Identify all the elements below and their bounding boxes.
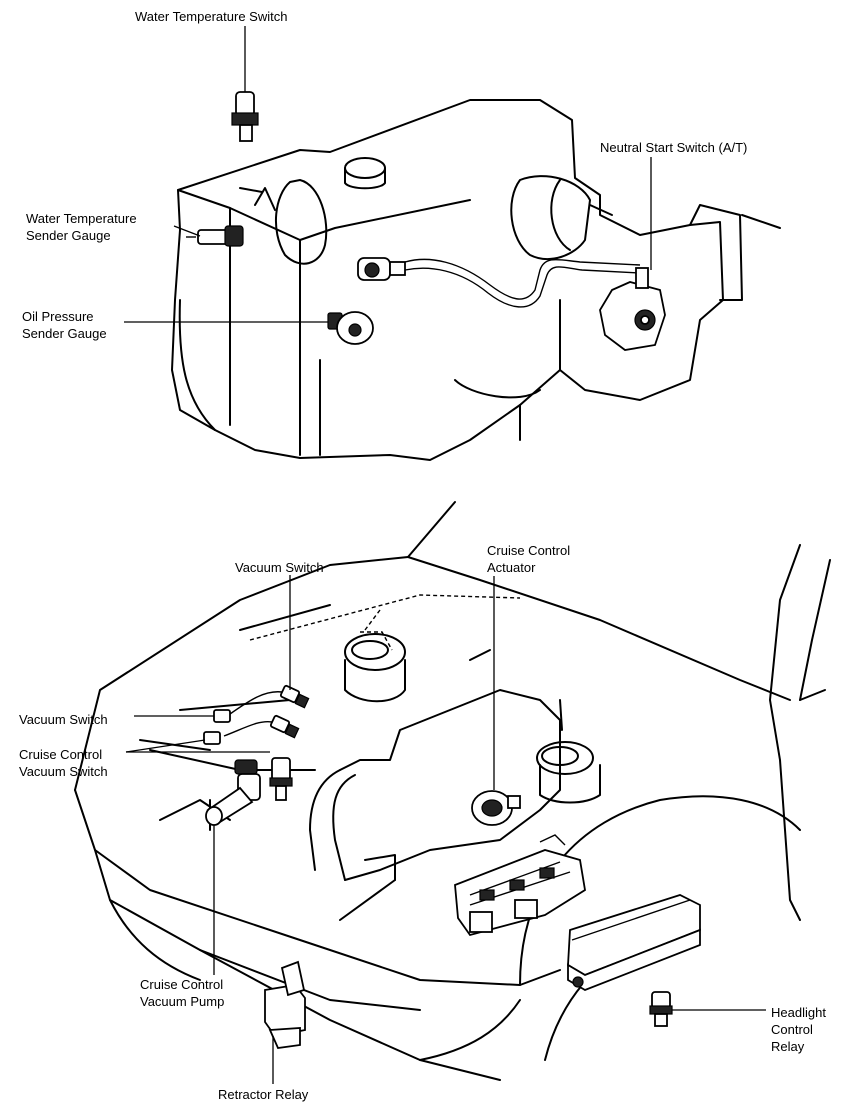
cruise-control-vacuum-switch-part (269, 757, 293, 801)
sensor-on-tube (357, 257, 406, 281)
label-neutral-start-switch: Neutral Start Switch (A/T) (600, 140, 748, 155)
cruise-control-vacuum-pump-part (205, 759, 261, 826)
label-vacuum-switch-left: Vacuum Switch (19, 712, 108, 727)
label-cruise-control-vacuum-pump: Cruise Control Vacuum Pump (140, 977, 225, 1009)
label-headlight-control-relay: Headlight Control Relay (771, 1005, 826, 1054)
label-cruise-control-vacuum-switch: Cruise Control Vacuum Switch (19, 747, 108, 779)
vacuum-connectors (203, 709, 231, 745)
bottom-leader-lines (125, 575, 766, 1084)
neutral-start-switch-part (599, 267, 666, 351)
label-water-temperature-sender-gauge: Water Temperature Sender Gauge (26, 211, 137, 243)
oil-pressure-sender-part (327, 311, 374, 345)
vacuum-switch-upper (229, 684, 310, 715)
engine-drawing (171, 91, 781, 461)
label-vacuum-switch-top: Vacuum Switch (235, 560, 324, 575)
retractor-relay-part (264, 960, 306, 1049)
top-leader-lines (124, 26, 652, 323)
label-retractor-relay: Retractor Relay (218, 1087, 309, 1102)
label-oil-pressure-sender-gauge: Oil Pressure Sender Gauge (22, 309, 107, 341)
relay-cluster (454, 834, 586, 937)
water-temp-switch-part (231, 91, 259, 142)
cruise-control-actuator-part (471, 790, 521, 826)
headlight-control-relay-part (649, 991, 673, 1027)
water-temp-sender-part (186, 225, 244, 247)
vehicle-drawing (74, 501, 831, 1081)
label-water-temperature-switch: Water Temperature Switch (135, 9, 288, 24)
relay-box (567, 894, 701, 991)
vacuum-switch-lower (223, 714, 300, 739)
label-cruise-control-actuator: Cruise Control Actuator (487, 543, 571, 575)
